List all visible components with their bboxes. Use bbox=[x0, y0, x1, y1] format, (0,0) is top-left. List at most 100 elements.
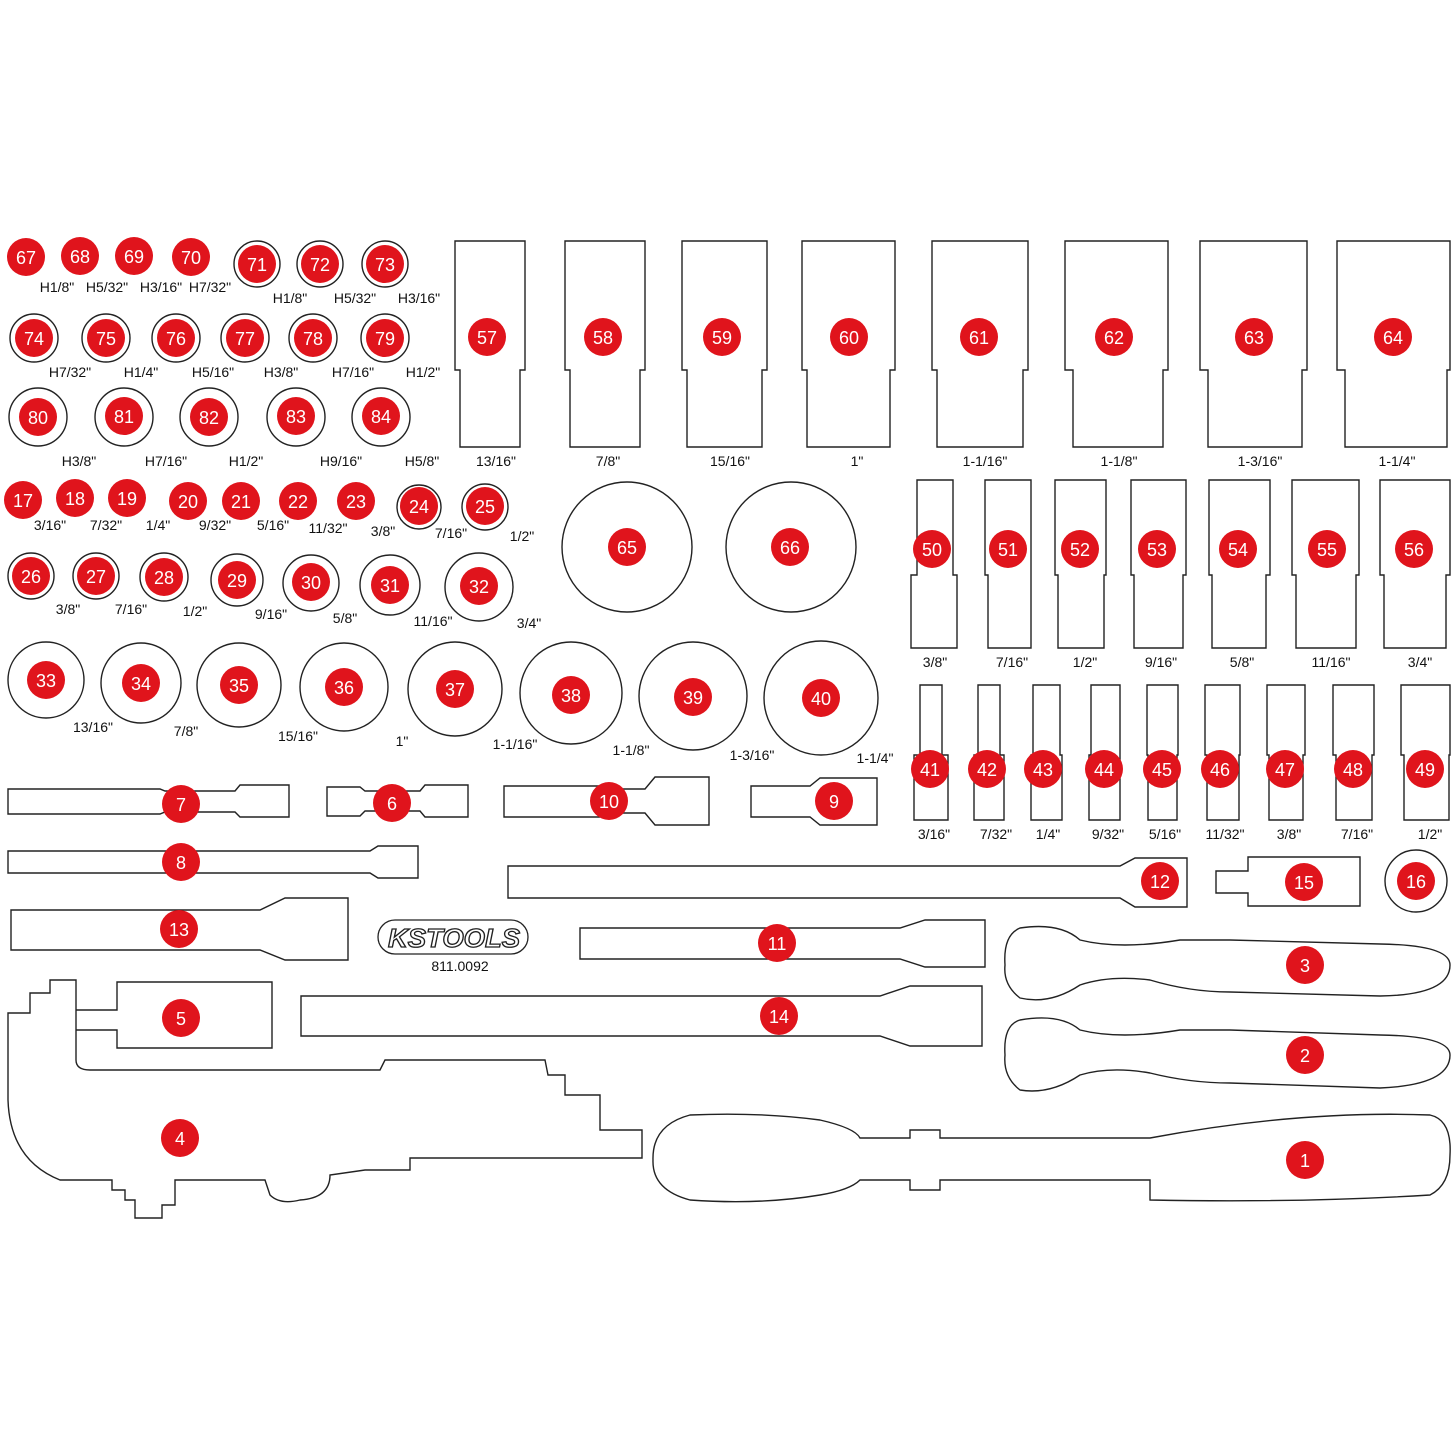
badge-number: 64 bbox=[1383, 328, 1403, 348]
badge-39: 39 bbox=[674, 678, 712, 716]
badge-number: 50 bbox=[922, 540, 942, 560]
size-label: 1/2" bbox=[1418, 826, 1442, 842]
badge-number: 34 bbox=[131, 674, 151, 694]
badge-number: 59 bbox=[712, 328, 732, 348]
badge-circle bbox=[222, 482, 260, 520]
cutout-14 bbox=[300, 985, 983, 1047]
size-label: H5/32" bbox=[334, 290, 376, 306]
size-label: 7/32" bbox=[980, 826, 1012, 842]
badge-number: 30 bbox=[301, 573, 321, 593]
size-label: 1-1/8" bbox=[1101, 453, 1138, 469]
badge-circle bbox=[815, 782, 853, 820]
badge-circle bbox=[1201, 750, 1239, 788]
badge-66: 66 bbox=[771, 528, 809, 566]
badge-50: 50 bbox=[913, 530, 951, 568]
badge-number: 71 bbox=[247, 255, 267, 275]
badge-41: 41 bbox=[911, 750, 949, 788]
size-label: 1-1/16" bbox=[493, 736, 538, 752]
badge-circle bbox=[758, 924, 796, 962]
badge-number: 45 bbox=[1152, 760, 1172, 780]
badge-46: 46 bbox=[1201, 750, 1239, 788]
size-label: H5/32" bbox=[86, 279, 128, 295]
badge-circle bbox=[277, 397, 315, 435]
badge-circle bbox=[1141, 862, 1179, 900]
badge-circle bbox=[1266, 750, 1304, 788]
badge-number: 80 bbox=[28, 408, 48, 428]
badge-circle bbox=[400, 487, 438, 525]
badge-16: 16 bbox=[1397, 862, 1435, 900]
size-label: 1/2" bbox=[510, 528, 534, 544]
badge-circle bbox=[157, 319, 195, 357]
badge-number: 36 bbox=[334, 678, 354, 698]
badge-22: 22 bbox=[279, 482, 317, 520]
badge-number: 76 bbox=[166, 329, 186, 349]
badge-42: 42 bbox=[968, 750, 1006, 788]
badge-circle bbox=[913, 530, 951, 568]
badge-2: 2 bbox=[1286, 1036, 1324, 1074]
badge-58: 58 bbox=[584, 318, 622, 356]
badge-number: 20 bbox=[178, 492, 198, 512]
badge-13: 13 bbox=[160, 910, 198, 948]
badge-number: 4 bbox=[175, 1129, 185, 1149]
badge-5: 5 bbox=[162, 999, 200, 1037]
badge-circle bbox=[15, 319, 53, 357]
badge-number: 48 bbox=[1343, 760, 1363, 780]
badge-number: 40 bbox=[811, 689, 831, 709]
size-label: 7/8" bbox=[596, 453, 620, 469]
badge-circle bbox=[162, 785, 200, 823]
badge-75: 75 bbox=[87, 319, 125, 357]
badge-number: 52 bbox=[1070, 540, 1090, 560]
badge-64: 64 bbox=[1374, 318, 1412, 356]
badge-circle bbox=[325, 668, 363, 706]
badge-circle bbox=[162, 843, 200, 881]
badge-circle bbox=[105, 397, 143, 435]
badge-circle bbox=[1095, 318, 1133, 356]
size-label: H3/16" bbox=[398, 290, 440, 306]
badge-number: 70 bbox=[181, 248, 201, 268]
badge-48: 48 bbox=[1334, 750, 1372, 788]
badge-circle bbox=[371, 566, 409, 604]
badge-number: 39 bbox=[683, 688, 703, 708]
badge-circle bbox=[366, 319, 404, 357]
badge-circle bbox=[294, 319, 332, 357]
badge-circle bbox=[1334, 750, 1372, 788]
size-label: H7/16" bbox=[145, 453, 187, 469]
logo-text: KSTOOLS bbox=[388, 923, 521, 953]
badge-number: 46 bbox=[1210, 760, 1230, 780]
badge-number: 2 bbox=[1300, 1046, 1310, 1066]
badge-31: 31 bbox=[371, 566, 409, 604]
badge-circle bbox=[145, 558, 183, 596]
size-label: 3/8" bbox=[56, 601, 80, 617]
size-label: 5/8" bbox=[1230, 654, 1254, 670]
badge-number: 57 bbox=[477, 328, 497, 348]
badge-number: 73 bbox=[375, 255, 395, 275]
badge-35: 35 bbox=[220, 666, 258, 704]
size-label: 7/8" bbox=[174, 723, 198, 739]
size-label: 9/32" bbox=[1092, 826, 1124, 842]
size-label: 15/16" bbox=[278, 728, 318, 744]
badge-24: 24 bbox=[400, 487, 438, 525]
size-label: 3/8" bbox=[371, 523, 395, 539]
size-label: H3/8" bbox=[62, 453, 97, 469]
badge-circle bbox=[1397, 862, 1435, 900]
badge-14: 14 bbox=[760, 997, 798, 1035]
badge-circle bbox=[1286, 946, 1324, 984]
badge-68: 68 bbox=[61, 237, 99, 275]
badge-12: 12 bbox=[1141, 862, 1179, 900]
badge-63: 63 bbox=[1235, 318, 1273, 356]
cutout-12 bbox=[507, 857, 1188, 908]
size-label: 7/16" bbox=[996, 654, 1028, 670]
badge-number: 16 bbox=[1406, 872, 1426, 892]
badge-circle bbox=[12, 557, 50, 595]
badge-number: 22 bbox=[288, 492, 308, 512]
size-label: H1/2" bbox=[229, 453, 264, 469]
badge-7: 7 bbox=[162, 785, 200, 823]
badge-4: 4 bbox=[161, 1119, 199, 1157]
badge-79: 79 bbox=[366, 319, 404, 357]
badge-number: 83 bbox=[286, 407, 306, 427]
badge-number: 65 bbox=[617, 538, 637, 558]
badge-number: 18 bbox=[65, 489, 85, 509]
badge-number: 27 bbox=[86, 567, 106, 587]
badge-circle bbox=[1308, 530, 1346, 568]
